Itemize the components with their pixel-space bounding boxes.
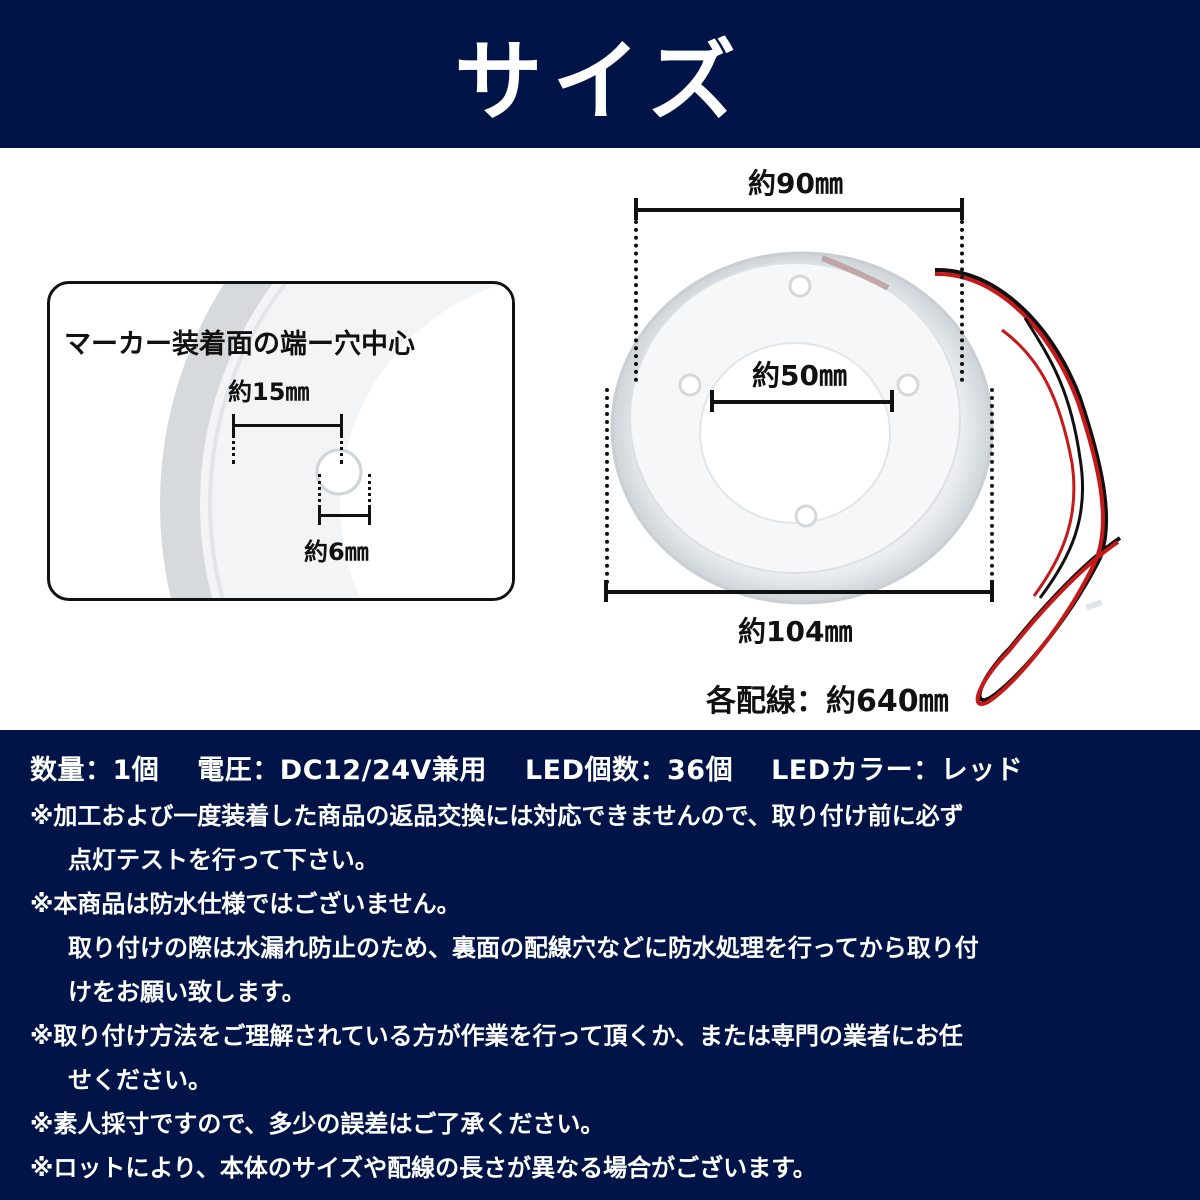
dimension-guide bbox=[232, 434, 235, 464]
note-no-returns: ※加工および一度装着した商品の返品交換には対応できませんので、取り付け前に必ず … bbox=[30, 794, 1170, 882]
dimension-tick bbox=[890, 390, 894, 412]
hole-spacing-dimension-label: 約50㎜ bbox=[752, 359, 847, 392]
hole-diameter-line bbox=[320, 514, 370, 517]
note-measurement-error: ※素人採寸ですので、多少の誤差はご了承ください。 bbox=[30, 1102, 1170, 1146]
dimension-tick bbox=[318, 505, 321, 525]
dimension-tick bbox=[368, 505, 371, 525]
note-text: 取り付けの際は水漏れ防止のため、裏面の配線穴などに防水処理を行ってから取り付 bbox=[68, 934, 979, 962]
dimension-tick bbox=[990, 580, 994, 602]
mounting-hole-closeup: マーカー装着面の端ー穴中心 約15㎜ 約6㎜ bbox=[47, 281, 515, 601]
dimension-tick bbox=[960, 198, 964, 220]
dimension-guide bbox=[318, 474, 321, 508]
note-text: けをお願い致します。 bbox=[68, 978, 306, 1006]
spec-quantity: 数量：1個 bbox=[30, 755, 160, 786]
hole-diameter-label: 約6㎜ bbox=[304, 538, 369, 566]
dimension-guide bbox=[960, 220, 964, 382]
spec-summary: 数量：1個 電圧：DC12/24V兼用 LED個数：36個 LEDカラー：レッド bbox=[30, 748, 1170, 794]
dimension-guide bbox=[605, 388, 609, 584]
note-text: ※本商品は防水仕様ではございません。 bbox=[30, 890, 461, 918]
edge-to-hole-line bbox=[234, 424, 342, 427]
dimension-tick bbox=[232, 414, 235, 434]
spec-led-color: LEDカラー：レッド bbox=[771, 755, 1024, 786]
dimension-guide bbox=[990, 388, 994, 584]
edge-to-hole-label: 約15㎜ bbox=[228, 378, 310, 406]
wire-harness-image bbox=[934, 267, 1122, 706]
note-text: 点灯テストを行って下さい。 bbox=[68, 846, 379, 874]
note-installation: ※取り付け方法をご理解されている方が作業を行って頂くか、または専門の業者にお任 … bbox=[30, 1014, 1170, 1102]
note-text: ※加工および一度装着した商品の返品交換には対応できませんので、取り付け前に必ず bbox=[30, 802, 964, 830]
dimension-tick bbox=[634, 198, 638, 220]
note-text: ※ロットにより、本体のサイズや配線の長さが異なる場合がございます。 bbox=[30, 1154, 817, 1182]
page-title: サイズ bbox=[454, 29, 746, 133]
dimension-tick bbox=[710, 390, 714, 412]
note-text: せください。 bbox=[68, 1066, 212, 1094]
inner-ring-dimension-label: 約90㎜ bbox=[748, 167, 843, 200]
header-banner: サイズ bbox=[0, 0, 1200, 148]
inner-ring-dimension-line bbox=[636, 208, 962, 212]
dimension-tick bbox=[604, 580, 608, 602]
dimension-guide bbox=[340, 434, 343, 464]
wire-length-label: 各配線：約640㎜ bbox=[706, 684, 949, 719]
outer-diameter-dimension-label: 約104㎜ bbox=[738, 615, 853, 648]
note-not-waterproof: ※本商品は防水仕様ではございません。 取り付けの際は水漏れ防止のため、裏面の配線… bbox=[30, 882, 1170, 1014]
note-lot-variation: ※ロットにより、本体のサイズや配線の長さが異なる場合がございます。 bbox=[30, 1146, 1170, 1190]
dimension-tick bbox=[340, 414, 343, 434]
outer-diameter-dimension-line bbox=[606, 590, 992, 594]
note-text: ※素人採寸ですので、多少の誤差はご了承ください。 bbox=[30, 1110, 605, 1138]
note-text: ※取り付け方法をご理解されている方が作業を行って頂くか、または専門の業者にお任 bbox=[30, 1022, 963, 1050]
hole-spacing-dimension-line bbox=[712, 400, 892, 404]
spec-panel: 数量：1個 電圧：DC12/24V兼用 LED個数：36個 LEDカラー：レッド ※加… bbox=[0, 730, 1200, 1200]
closeup-caption: マーカー装着面の端ー穴中心 bbox=[64, 329, 415, 360]
dimension-guide bbox=[634, 220, 638, 382]
spec-led-count: LED個数：36個 bbox=[524, 755, 734, 786]
dimension-guide bbox=[368, 474, 371, 508]
spec-voltage: 電圧：DC12/24V兼用 bbox=[197, 755, 487, 786]
